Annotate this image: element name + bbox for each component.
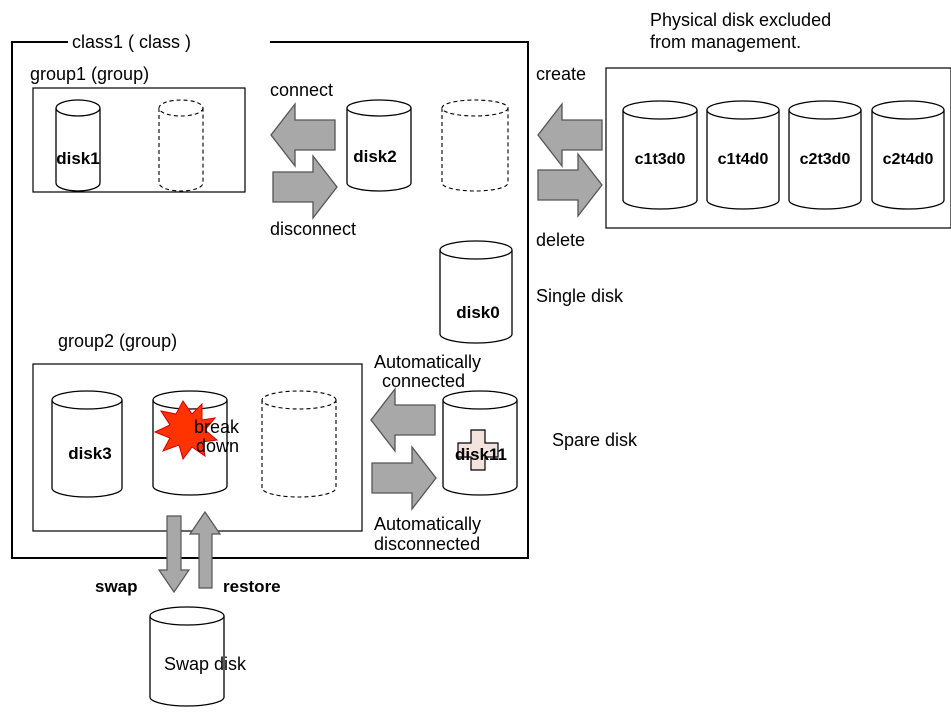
swap-arrow	[157, 515, 191, 594]
physical-disk-c2t3d0: c2t3d0	[788, 100, 862, 210]
class-box: class1 ( class )	[11, 32, 529, 559]
physical-disk-label: c1t4d0	[718, 151, 769, 168]
physical-disk-c2t4d0: c2t4d0	[871, 100, 945, 210]
disconnect-label: disconnect	[270, 219, 356, 239]
physical-disk-label: c2t3d0	[800, 151, 851, 168]
group1-box: group1 (group) disk1	[30, 64, 246, 193]
class-empty-slot	[441, 99, 509, 192]
auto-connect-arrow	[370, 388, 436, 452]
disk2-cylinder: disk2	[346, 99, 412, 192]
group2-empty-slot	[261, 390, 337, 498]
auto-connected-label-1: Automatically	[374, 352, 481, 372]
disk1-cylinder: disk1	[55, 99, 101, 192]
group2-label: group2 (group)	[58, 331, 177, 351]
physical-disk-area: Physical disk excluded from management. …	[605, 10, 951, 229]
group2-box: group2 (group) disk3 break down	[32, 331, 363, 532]
disk1-label: disk1	[56, 149, 99, 168]
disk3-label: disk3	[68, 444, 111, 463]
auto-disconnect-arrow	[371, 446, 437, 510]
physical-caption-line1: Physical disk excluded	[650, 10, 831, 30]
physical-disk-label: c1t3d0	[635, 151, 686, 168]
physical-disk-c1t4d0: c1t4d0	[706, 100, 780, 210]
create-label: create	[536, 64, 586, 84]
restore-arrow	[188, 510, 222, 589]
physical-disk-c1t3d0: c1t3d0	[622, 100, 698, 210]
disk2-label: disk2	[353, 147, 396, 166]
auto-disconnected-label-1: Automatically	[374, 514, 481, 534]
broken-disk-cylinder: break down	[152, 390, 240, 496]
single-disk-caption: Single disk	[536, 286, 624, 306]
delete-arrow	[537, 153, 603, 217]
group1-label: group1 (group)	[30, 64, 149, 84]
swap-disk-cylinder: Swap disk	[149, 606, 247, 707]
cross-icon	[457, 429, 499, 471]
auto-connected-label-2: connected	[382, 371, 465, 391]
disk3-cylinder: disk3	[51, 390, 123, 498]
explosion-icon	[153, 400, 219, 461]
physical-disk-label: c2t4d0	[883, 151, 934, 168]
spare-disk-caption: Spare disk	[552, 430, 638, 450]
create-arrow	[537, 103, 603, 167]
restore-label: restore	[223, 577, 281, 596]
down-label: down	[196, 436, 239, 456]
connect-label: connect	[270, 80, 333, 100]
disconnect-arrow	[272, 155, 338, 219]
break-label: break	[194, 417, 240, 437]
connect-arrow	[270, 103, 336, 167]
class-label: class1 ( class )	[72, 32, 191, 52]
disk0-label: disk0	[456, 303, 499, 322]
auto-disconnected-label-2: disconnected	[374, 534, 480, 554]
single-disk-cylinder: disk0	[439, 240, 513, 344]
spare-disk-cylinder: disk11	[442, 390, 518, 496]
swap-disk-label: Swap disk	[164, 654, 247, 674]
disk11-label: disk11	[455, 445, 507, 464]
group1-empty-slot	[158, 99, 204, 192]
delete-label: delete	[536, 230, 585, 250]
physical-caption-line2: from management.	[650, 32, 801, 52]
swap-label: swap	[95, 577, 138, 596]
